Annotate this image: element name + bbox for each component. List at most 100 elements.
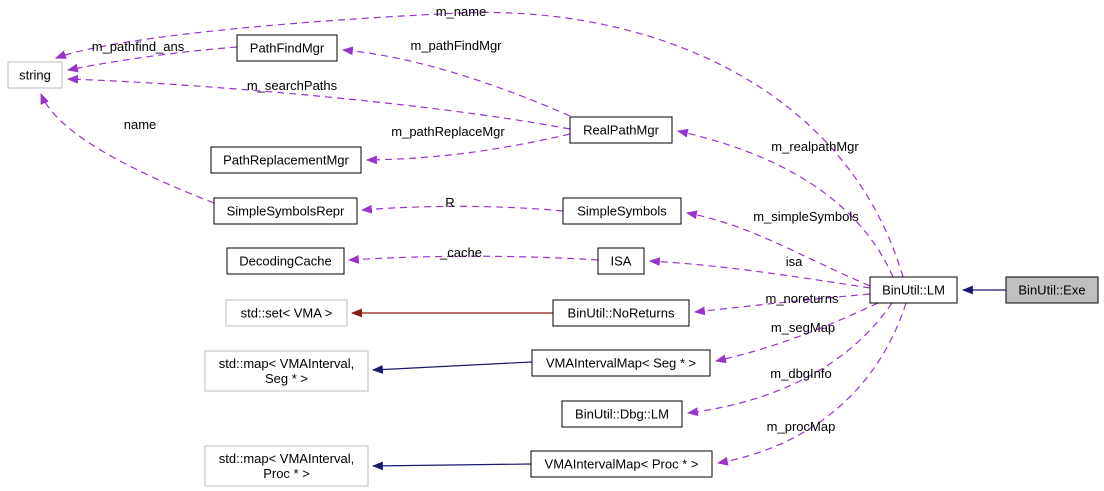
edge-path-m_name xyxy=(54,11,904,278)
edge-path-isa xyxy=(648,257,871,289)
edge-m_name: m_name xyxy=(54,4,904,278)
edge-path-m_realpathMgr xyxy=(676,128,894,278)
node-box-binutil-exe xyxy=(1005,276,1099,304)
node-label-binutil-dbg-lm: BinUtil::Dbg::LM xyxy=(575,407,669,422)
node-label-std-set-vma: std::set< VMA > xyxy=(241,306,333,321)
edge-path-_cache xyxy=(347,254,599,264)
edge-m_pathReplaceMgr: m_pathReplaceMgr xyxy=(365,124,571,165)
edge-m_noreturns: m_noreturns xyxy=(693,291,871,316)
node-box-decodingcache[interactable] xyxy=(226,247,345,275)
node-label-simplesymbolsrepr: SimpleSymbolsRepr xyxy=(227,204,345,219)
node-vmaintervalmap-seg[interactable]: VMAIntervalMap< Seg * > xyxy=(531,349,711,377)
edge-label-R: R xyxy=(445,195,454,210)
node-label-std-map-proc-line1: std::map< VMAInterval, xyxy=(219,451,354,466)
edge-path-name xyxy=(40,92,215,204)
edge-path-seg-map-inherit xyxy=(371,361,533,374)
node-binutil-lm[interactable]: BinUtil::LM xyxy=(869,276,958,304)
node-label-realpathmgr: RealPathMgr xyxy=(583,123,660,138)
edge-path-proc-map-inherit xyxy=(371,461,532,471)
edge-path-R xyxy=(360,204,564,214)
node-binutil-exe: BinUtil::Exe xyxy=(1005,276,1099,304)
edge-label-m_procMap: m_procMap xyxy=(767,419,836,434)
edge-path-m_dbgInfo xyxy=(686,302,893,417)
node-std-map-proc: std::map< VMAInterval,Proc * > xyxy=(204,445,369,487)
node-pathfindmgr[interactable]: PathFindMgr xyxy=(236,34,338,62)
node-label-simplesymbols: SimpleSymbols xyxy=(577,204,667,219)
node-label-vmaintervalmap-proc: VMAIntervalMap< Proc * > xyxy=(545,457,699,472)
node-box-std-map-seg xyxy=(204,350,369,392)
node-vmaintervalmap-proc[interactable]: VMAIntervalMap< Proc * > xyxy=(530,450,713,478)
edge-label-m_pathReplaceMgr: m_pathReplaceMgr xyxy=(391,124,505,139)
edge-R: R xyxy=(360,195,564,214)
edge-label-_cache: _cache xyxy=(439,245,482,260)
node-binutil-dbg-lm[interactable]: BinUtil::Dbg::LM xyxy=(561,400,683,428)
node-label-binutil-exe: BinUtil::Exe xyxy=(1018,283,1085,298)
edge-path-m_noreturns xyxy=(693,293,871,316)
node-std-map-seg: std::map< VMAInterval,Seg * > xyxy=(204,350,369,392)
edge-proc-map-inherit xyxy=(371,461,532,471)
edge-label-m_noreturns: m_noreturns xyxy=(766,291,839,306)
node-box-isa[interactable] xyxy=(597,247,645,275)
node-realpathmgr[interactable]: RealPathMgr xyxy=(569,116,673,144)
node-label-pathreplacementmgr: PathReplacementMgr xyxy=(223,153,349,168)
edge-label-m_realpathMgr: m_realpathMgr xyxy=(771,139,859,154)
edge-label-m_searchPaths: m_searchPaths xyxy=(247,78,338,93)
node-string: string xyxy=(7,61,63,89)
edge-label-m_simpleSymbols: m_simpleSymbols xyxy=(753,209,859,224)
node-box-binutil-dbg-lm[interactable] xyxy=(561,400,683,428)
edge-path-m_procMap xyxy=(716,302,907,466)
edge-label-m_segMap: m_segMap xyxy=(771,320,835,335)
edge-path-m_simpleSymbols xyxy=(685,210,871,287)
node-box-vmaintervalmap-seg[interactable] xyxy=(531,349,711,377)
node-pathreplacementmgr[interactable]: PathReplacementMgr xyxy=(210,146,362,174)
node-decodingcache[interactable]: DecodingCache xyxy=(226,247,345,275)
node-isa[interactable]: ISA xyxy=(597,247,645,275)
node-box-string xyxy=(7,61,63,89)
node-box-vmaintervalmap-proc[interactable] xyxy=(530,450,713,478)
node-box-pathfindmgr[interactable] xyxy=(236,34,338,62)
node-box-std-map-proc xyxy=(204,445,369,487)
node-label-string: string xyxy=(19,68,51,83)
edge-_cache: _cache xyxy=(347,245,599,264)
node-box-pathreplacementmgr[interactable] xyxy=(210,146,362,174)
node-label-std-map-proc-line2: Proc * > xyxy=(263,466,310,481)
node-label-binutil-noreturns: BinUtil::NoReturns xyxy=(568,306,675,321)
node-box-std-set-vma xyxy=(225,299,348,327)
edge-label-isa: isa xyxy=(786,254,803,269)
edge-m_pathfind_ans: m_pathfind_ans xyxy=(66,39,238,73)
node-box-binutil-lm[interactable] xyxy=(869,276,958,304)
edge-label-m_dbgInfo: m_dbgInfo xyxy=(770,366,831,381)
edge-label-m_name: m_name xyxy=(436,4,487,19)
edge-label-m_pathfind_ans: m_pathfind_ans xyxy=(92,39,185,54)
node-simplesymbols[interactable]: SimpleSymbols xyxy=(562,197,682,225)
edge-m_segMap: m_segMap xyxy=(714,302,879,364)
node-layer: string PathFindMgrRealPathMgrPathReplacem… xyxy=(7,34,1099,487)
node-std-set-vma: std::set< VMA > xyxy=(225,299,348,327)
edge-path-m_segMap xyxy=(714,302,879,364)
edge-isa: isa xyxy=(648,254,871,289)
node-box-simplesymbolsrepr[interactable] xyxy=(213,197,358,225)
node-label-std-map-seg-line2: Seg * > xyxy=(265,371,308,386)
edge-label-name: name xyxy=(124,117,157,132)
edge-m_realpathMgr: m_realpathMgr xyxy=(676,128,894,278)
node-box-simplesymbols[interactable] xyxy=(562,197,682,225)
node-binutil-noreturns[interactable]: BinUtil::NoReturns xyxy=(552,299,690,327)
node-label-decodingcache: DecodingCache xyxy=(239,254,332,269)
node-label-pathfindmgr: PathFindMgr xyxy=(250,41,325,56)
node-box-realpathmgr[interactable] xyxy=(569,116,673,144)
node-simplesymbolsrepr[interactable]: SimpleSymbolsRepr xyxy=(213,197,358,225)
node-label-isa: ISA xyxy=(611,254,632,269)
edge-path-m_pathFindMgr xyxy=(341,46,571,117)
edge-m_dbgInfo: m_dbgInfo xyxy=(686,302,893,417)
edge-path-m_pathReplaceMgr xyxy=(365,133,571,165)
edge-path-m_searchPaths xyxy=(66,74,571,130)
edge-seg-map-inherit xyxy=(371,361,533,374)
edge-label-m_pathFindMgr: m_pathFindMgr xyxy=(410,38,502,53)
edge-m_simpleSymbols: m_simpleSymbols xyxy=(685,209,871,287)
node-label-vmaintervalmap-seg: VMAIntervalMap< Seg * > xyxy=(546,356,696,371)
node-label-std-map-seg-line1: std::map< VMAInterval, xyxy=(219,356,354,371)
edge-m_searchPaths: m_searchPaths xyxy=(66,74,571,130)
node-box-binutil-noreturns[interactable] xyxy=(552,299,690,327)
